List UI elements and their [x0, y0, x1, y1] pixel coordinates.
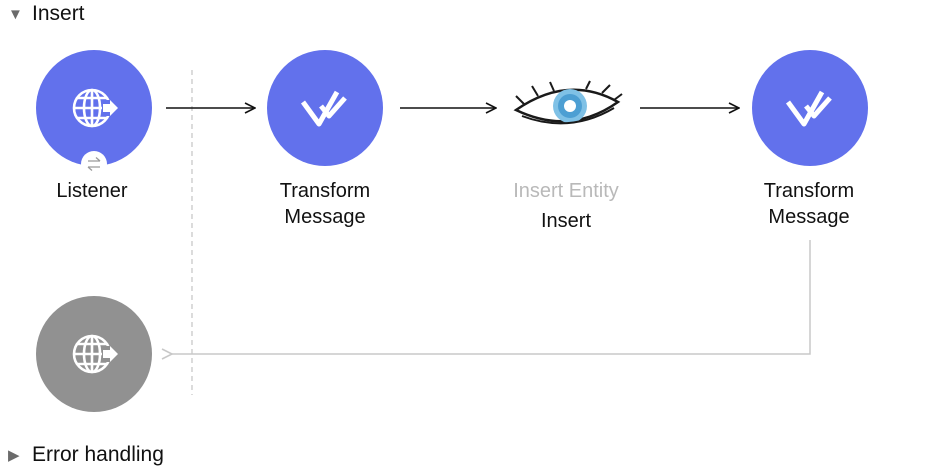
error-handling-header[interactable]: ▶ Error handling — [8, 443, 164, 467]
insert-entity-node[interactable] — [510, 80, 626, 136]
error-handling-title: Error handling — [32, 443, 164, 466]
transform-message-node-1[interactable] — [267, 50, 383, 166]
collapse-triangle-icon[interactable]: ▼ — [8, 5, 23, 23]
http-globe-icon — [72, 88, 118, 128]
transform-message-label-1: Transform Message — [279, 180, 371, 228]
expand-triangle-icon[interactable]: ▶ — [8, 446, 20, 464]
cassandra-eye-icon — [513, 80, 623, 125]
return-path-line — [172, 240, 811, 354]
dataweave-icon — [300, 90, 347, 127]
transform-message-label-2: Transform Message — [763, 180, 855, 228]
flow-title: Insert — [32, 2, 85, 25]
dataweave-icon — [785, 90, 832, 127]
http-globe-icon — [72, 334, 118, 374]
listener-label: Listener — [56, 180, 128, 202]
response-node[interactable] — [36, 296, 152, 412]
listener-node[interactable] — [36, 50, 152, 166]
transform-message-node-2[interactable] — [752, 50, 868, 166]
swap-arrows-icon — [81, 151, 107, 177]
flow-section-header[interactable]: ▼ Insert — [8, 2, 85, 26]
insert-entity-label: Insert Entity Insert — [513, 180, 619, 232]
